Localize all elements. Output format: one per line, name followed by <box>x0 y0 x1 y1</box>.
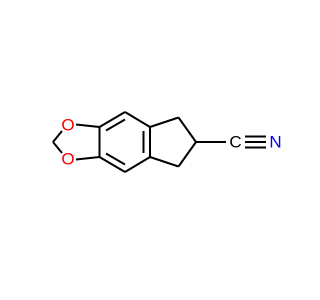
atom-label-nitrile-carbon: C <box>229 133 241 152</box>
bond-layer <box>52 111 266 173</box>
atom-label-oxygen-upper: O <box>61 116 74 135</box>
bond-ch2-o-lower <box>52 141 63 154</box>
bond-benzene-bottom-left <box>98 156 126 173</box>
bond-c-o-upper <box>75 123 100 128</box>
bond-ring-to-ch2-upper <box>149 116 179 128</box>
bond-benzene-bottom-right <box>124 156 151 173</box>
bond-ch-ch2-lower <box>177 141 197 168</box>
atom-label-nitrile-nitrogen: N <box>269 133 281 152</box>
bond-benzene-top-left-inner <box>105 118 126 132</box>
label-layer: O O C N <box>61 116 281 169</box>
bond-ch2-lower-ring <box>149 156 179 168</box>
bond-benzene-top-left <box>98 111 126 128</box>
bond-benzene-bottom-left-inner <box>105 152 126 166</box>
bond-benzene-top-right <box>124 111 151 128</box>
atom-label-oxygen-lower: O <box>61 150 74 169</box>
bond-o-lower-c <box>75 156 100 161</box>
bond-o-upper-ch2 <box>52 130 63 143</box>
structure-diagram: O O C N <box>52 111 282 173</box>
triple-bond-c-n <box>245 135 266 149</box>
bond-ch2-upper-ch <box>177 116 197 143</box>
